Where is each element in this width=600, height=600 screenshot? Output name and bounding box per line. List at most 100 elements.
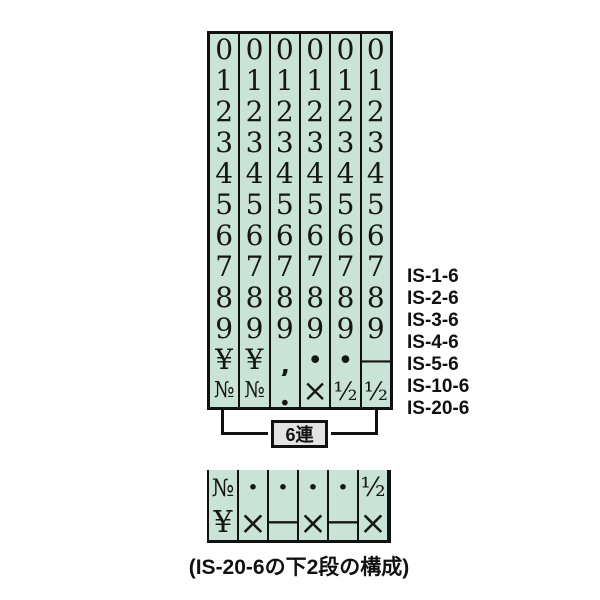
stamp-cell: 0 (215, 34, 234, 66)
stamp-cell: 0 (336, 34, 355, 66)
stamp-cell: 7 (366, 251, 385, 283)
stamp-cell: 2 (275, 96, 294, 128)
stamp-cell: 7 (275, 251, 294, 283)
stamp-cell: 4 (245, 158, 264, 190)
bracket-right-line (375, 409, 378, 435)
stamp-cell: 1 (336, 65, 355, 97)
stamp-cell: 8 (336, 282, 355, 314)
bottom-two-row-block: №¥·×·—·×·—½× (207, 470, 391, 543)
stamp-cell: 3 (245, 127, 264, 159)
stamp-cell: 4 (275, 158, 294, 190)
model-label: IS-2-6 (407, 288, 459, 309)
stamp-cell: 1 (306, 65, 325, 97)
stamp-band-column: ·× (239, 470, 269, 540)
stamp-cell: 3 (215, 127, 234, 159)
stamp-cell: 1 (366, 65, 385, 97)
model-label: IS-5-6 (407, 354, 459, 375)
stamp-cell: 7 (336, 251, 355, 283)
stamp-cell: ¥ (215, 344, 234, 376)
stamp-cell: · (277, 470, 289, 505)
stamp-cell: 5 (215, 189, 234, 221)
stamp-band-column: №¥ (209, 470, 239, 540)
stamp-cell: 2 (306, 96, 325, 128)
stamp-cell: 1 (245, 65, 264, 97)
model-label: IS-1-6 (407, 266, 459, 287)
model-number-list: IS-1-6 IS-2-6 IS-3-6 IS-4-6 IS-5-6 IS-10… (407, 266, 469, 420)
stamp-cell: 4 (215, 158, 234, 190)
stamp-cell: № (211, 473, 235, 502)
stamp-cell: 9 (245, 313, 264, 345)
stamp-cell: 6 (336, 220, 355, 252)
band-count-label: 6連 (285, 425, 314, 445)
stamp-cell: ¥ (245, 344, 264, 376)
stamp-cell: 5 (245, 189, 264, 221)
stamp-cell: — (269, 505, 297, 540)
stamp-cell: · (338, 344, 353, 376)
stamp-cell: ½ (363, 376, 388, 406)
stamp-cell: 6 (215, 220, 234, 252)
stamp-band-column: ·— (269, 470, 299, 540)
stamp-cell: 0 (306, 34, 325, 66)
stamp-cell: 8 (215, 282, 234, 314)
model-label: IS-10-6 (407, 376, 470, 397)
stamp-cell: 7 (215, 251, 234, 283)
stamp-cell: , (277, 344, 292, 376)
stamp-cell: — (329, 505, 357, 540)
stamp-cell: 9 (366, 313, 385, 345)
stamp-cell: 4 (306, 158, 325, 190)
stamp-cell: 5 (306, 189, 325, 221)
stamp-cell: ¥ (213, 505, 233, 540)
stamp-cell: 5 (275, 189, 294, 221)
stamp-cell: 5 (336, 189, 355, 221)
stamp-cell: 6 (306, 220, 325, 252)
stamp-cell: 3 (366, 127, 385, 159)
stamp-cell: . (277, 375, 292, 407)
model-label: IS-20-6 (407, 398, 470, 419)
stamp-band-column: ·× (299, 470, 329, 540)
stamp-cell: 0 (366, 34, 385, 66)
caption: (IS-20-6の下2段の構成) (188, 556, 410, 579)
stamp-cell: × (302, 375, 329, 407)
stamp-cell: 8 (275, 282, 294, 314)
stamp-cell: 4 (366, 158, 385, 190)
stamp-cell: 2 (366, 96, 385, 128)
stamp-cell: · (307, 470, 319, 505)
stamp-cell: 9 (215, 313, 234, 345)
stamp-cell: 5 (366, 189, 385, 221)
stamp-cell: · (337, 470, 349, 505)
stamp-cell: 7 (306, 251, 325, 283)
stamp-cell: 2 (215, 96, 234, 128)
stamp-cell: 3 (275, 127, 294, 159)
stamp-cell: 3 (306, 127, 325, 159)
stamp-cell: · (307, 344, 323, 376)
stamp-cell: № (213, 378, 235, 404)
stamp-cell: 2 (245, 96, 264, 128)
stamp-cell: 4 (336, 158, 355, 190)
model-label: IS-3-6 (407, 310, 459, 331)
stamp-cell: 8 (306, 282, 325, 314)
band-count-label-box: 6連 (271, 420, 328, 448)
stamp-cell: × (299, 505, 327, 540)
stamp-cell: 8 (245, 282, 264, 314)
stamp-band-column: ½× (359, 470, 389, 540)
stamp-cell: × (239, 505, 267, 540)
stamp-cell: ½ (333, 376, 358, 406)
stamp-cell: × (359, 505, 387, 540)
stamp-cell: — (362, 345, 390, 376)
stamp-cell: 0 (275, 34, 294, 66)
stamp-cell: 9 (336, 313, 355, 345)
stamp-cell: 9 (275, 313, 294, 345)
stamp-cell: 8 (366, 282, 385, 314)
bracket-left-line (221, 409, 224, 435)
stamp-cell: 0 (245, 34, 264, 66)
stamp-cell: 1 (215, 65, 234, 97)
stamp-band-column: ·— (329, 470, 359, 540)
stamp-cell: 6 (245, 220, 264, 252)
